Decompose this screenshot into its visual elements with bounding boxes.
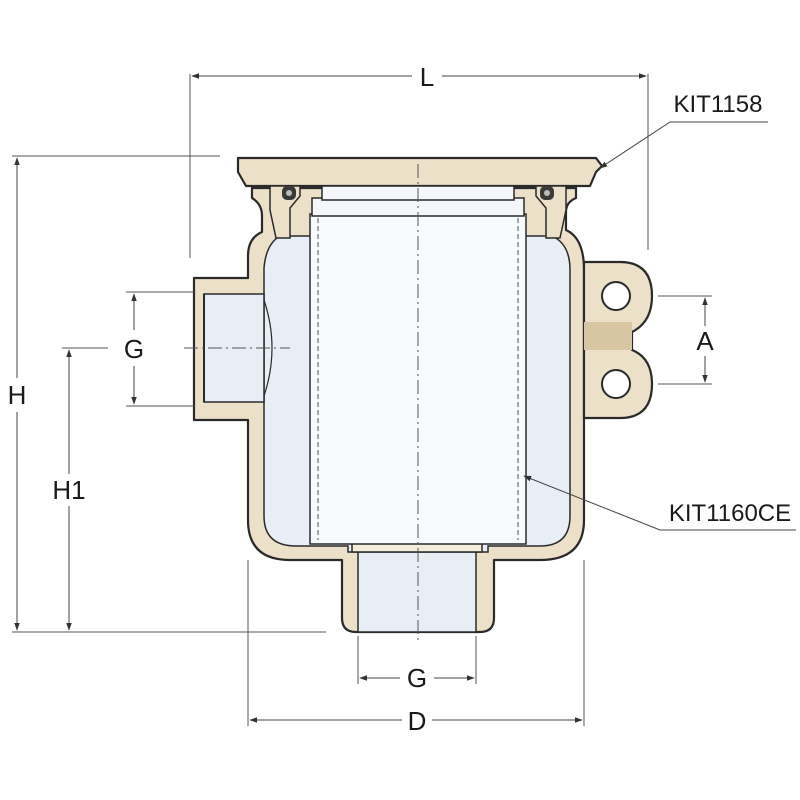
o-ring-right	[540, 186, 554, 200]
leader-filter-kit	[523, 475, 796, 531]
label-D: D	[408, 706, 427, 736]
label-G-bottom: G	[407, 663, 427, 693]
o-ring-left	[282, 186, 296, 200]
bottom-outlet-bore	[357, 551, 477, 633]
label-A: A	[696, 326, 714, 356]
label-H: H	[8, 380, 27, 410]
strainer-body	[184, 156, 654, 640]
dimension-lines	[12, 73, 712, 726]
label-filter-kit: KIT1160CE	[669, 500, 791, 527]
label-lid-kit: KIT1158	[674, 91, 763, 118]
label-L: L	[420, 62, 434, 92]
lug-web	[584, 322, 632, 350]
leader-lid-kit	[599, 121, 768, 169]
callouts	[523, 121, 796, 531]
side-inlet-dome	[263, 299, 273, 397]
label-H1: H1	[52, 475, 85, 505]
mount-hole-top	[601, 281, 631, 311]
lid	[236, 156, 604, 188]
mount-hole-bottom	[601, 369, 631, 399]
label-G-side: G	[124, 334, 144, 364]
